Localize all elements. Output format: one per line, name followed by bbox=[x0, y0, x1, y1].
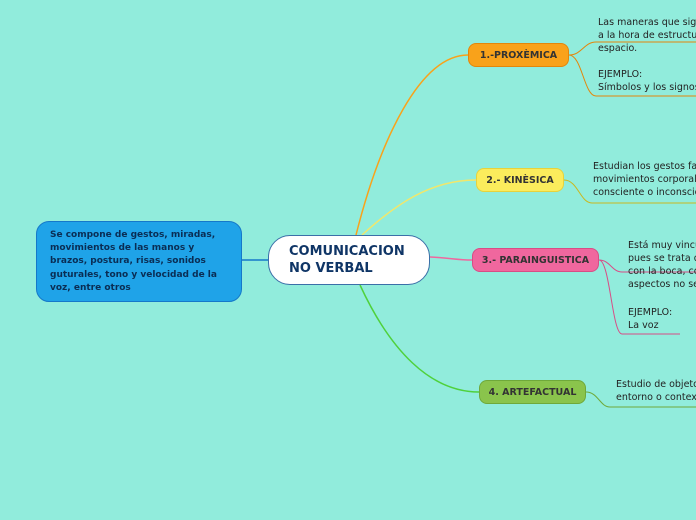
central-topic-line-2: NO VERBAL bbox=[289, 261, 373, 276]
note-line: consciente o inconscie bbox=[593, 187, 696, 198]
connector-branch-1 bbox=[355, 54, 469, 236]
connector-note-4a bbox=[585, 391, 696, 408]
connector-note-3b bbox=[598, 259, 680, 335]
note-line: Estudio de objeto bbox=[616, 379, 696, 390]
note-proxemica-definition[interactable]: Las maneras que sigu a la hora de estruc… bbox=[598, 16, 696, 55]
connector-note-3a bbox=[598, 259, 696, 273]
branch-kinesica[interactable]: 2.- KINÈSICA bbox=[476, 168, 564, 192]
note-line: pues se trata d bbox=[628, 253, 696, 264]
note-paralinguistica-example[interactable]: EJEMPLO: La voz bbox=[628, 306, 696, 332]
note-line: Las maneras que sigu bbox=[598, 17, 696, 28]
note-line: a la hora de estructur bbox=[598, 30, 696, 41]
central-topic[interactable]: COMUNICACION NO VERBAL bbox=[268, 235, 430, 285]
note-line: Está muy vincu bbox=[628, 240, 696, 251]
note-proxemica-example[interactable]: EJEMPLO: Símbolos y los signos bbox=[598, 68, 696, 94]
description-line-2: movimientos de las manos y bbox=[50, 243, 195, 254]
note-paralinguistica-definition[interactable]: Está muy vincu pues se trata d con la bo… bbox=[628, 239, 696, 291]
note-line: EJEMPLO: bbox=[628, 307, 673, 318]
connector-note-1b bbox=[568, 54, 696, 97]
branch-proxemica[interactable]: 1.-PROXÈMICA bbox=[468, 43, 569, 67]
note-line: aspectos no se bbox=[628, 279, 696, 290]
branch-artefactual[interactable]: 4. ARTEFACTUAL bbox=[479, 380, 586, 404]
note-line: entorno o contex bbox=[616, 392, 696, 403]
note-kinesica-definition[interactable]: Estudian los gestos fac movimientos corp… bbox=[593, 160, 696, 199]
note-line: La voz bbox=[628, 320, 659, 331]
note-line: Símbolos y los signos bbox=[598, 82, 696, 93]
note-line: con la boca, co bbox=[628, 266, 696, 277]
connector-note-1a bbox=[568, 41, 696, 56]
description-line-5: voz, entre otros bbox=[50, 282, 131, 293]
note-line: espacio. bbox=[598, 43, 638, 54]
description-node[interactable]: Se compone de gestos, miradas, movimient… bbox=[36, 221, 242, 302]
connector-branch-2 bbox=[361, 179, 477, 236]
description-line-1: Se compone de gestos, miradas, bbox=[50, 230, 216, 240]
note-line: EJEMPLO: bbox=[598, 69, 643, 80]
central-topic-line-1: COMUNICACION bbox=[289, 244, 405, 259]
note-artefactual-definition[interactable]: Estudio de objeto entorno o contex bbox=[616, 378, 696, 404]
branch-paralinguistica[interactable]: 3.- PARAINGUISTICA bbox=[472, 248, 599, 272]
note-line: Estudian los gestos fac bbox=[593, 161, 696, 172]
description-line-4: guturales, tono y velocidad de la bbox=[50, 269, 217, 280]
connector-branch-3 bbox=[429, 256, 473, 261]
note-line: movimientos corporal bbox=[593, 174, 696, 185]
connector-note-2a bbox=[563, 179, 696, 204]
connector-branch-4 bbox=[359, 284, 480, 393]
description-line-3: brazos, postura, risas, sonidos bbox=[50, 256, 206, 267]
